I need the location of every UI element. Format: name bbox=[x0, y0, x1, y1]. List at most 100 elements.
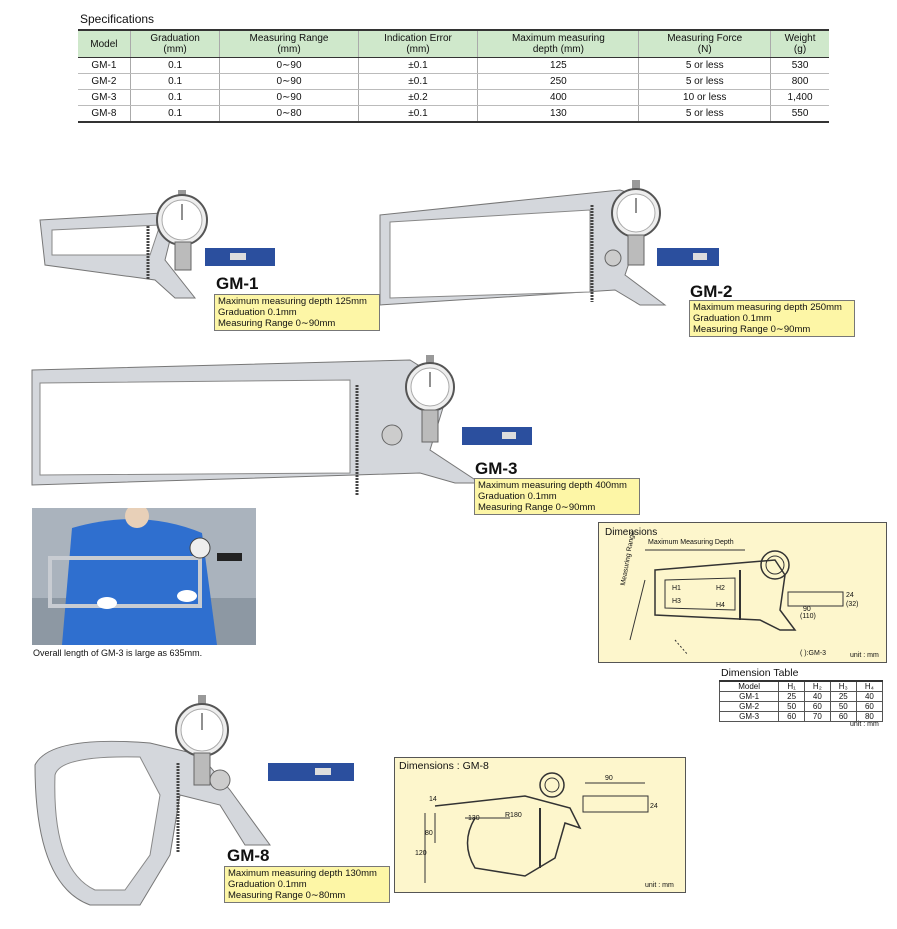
gm1-caliper-icon bbox=[39, 190, 275, 299]
gm3-callout: Maximum measuring depth 400mm Graduation… bbox=[474, 478, 640, 515]
cell: 5 or less bbox=[638, 73, 771, 90]
cell: 0∼80 bbox=[219, 105, 359, 123]
gm8-dim-14: 14 bbox=[429, 796, 437, 803]
gm8-depth: Maximum measuring depth 130mm bbox=[228, 868, 377, 879]
cell: 40 bbox=[804, 691, 831, 702]
cell: 0.1 bbox=[129, 73, 220, 90]
cell: 0∼90 bbox=[219, 73, 359, 90]
gm1-label: GM-1 bbox=[216, 274, 259, 293]
gm2-label: GM-2 bbox=[690, 282, 733, 301]
cell: GM-1 bbox=[78, 57, 131, 74]
gm8-range: Measuring Range 0∼80mm bbox=[228, 890, 346, 901]
gm8-unit: unit : mm bbox=[645, 882, 674, 889]
cell: 0∼90 bbox=[219, 89, 359, 106]
col-weight: Weight(g) bbox=[770, 29, 829, 58]
max-depth-label: Maximum Measuring Depth bbox=[648, 539, 734, 546]
gm2-callout: Maximum measuring depth 250mm Graduation… bbox=[689, 300, 855, 337]
gm1-depth: Maximum measuring depth 125mm bbox=[218, 296, 367, 307]
cell: 0.1 bbox=[129, 57, 220, 74]
spec-heading: Specifications bbox=[80, 12, 155, 26]
cell: 130 bbox=[477, 105, 639, 123]
cell: 5 or less bbox=[638, 105, 771, 123]
cell: 5 or less bbox=[638, 57, 771, 74]
cell: 250 bbox=[477, 73, 639, 90]
gm8-dimensions-title: Dimensions : GM-8 bbox=[399, 760, 489, 772]
header-cell: H₃ bbox=[829, 680, 857, 692]
dim-110-label: (110) bbox=[800, 613, 816, 620]
cell: 400 bbox=[477, 89, 639, 106]
cell: 0∼90 bbox=[219, 57, 359, 74]
gm8-dim-120: 120 bbox=[415, 850, 427, 857]
cell: 60 bbox=[829, 711, 857, 722]
gm1-graduation: Graduation 0.1mm bbox=[218, 307, 297, 318]
cell: GM-2 bbox=[718, 701, 780, 712]
dim-90-label: 90 bbox=[803, 606, 811, 613]
gm2-caliper-icon bbox=[379, 180, 719, 306]
cell: 530 bbox=[770, 57, 829, 74]
gm8-dim-r180: R180 bbox=[505, 812, 522, 819]
gm2-graduation: Graduation 0.1mm bbox=[693, 313, 772, 324]
cell: 70 bbox=[804, 711, 831, 722]
gm8-dim-80: 80 bbox=[425, 830, 433, 837]
cell: GM-1 bbox=[718, 691, 780, 702]
cell: ±0.1 bbox=[357, 105, 478, 123]
header-cell: H₂ bbox=[804, 680, 831, 692]
gm8-dim-90: 90 bbox=[605, 775, 613, 782]
cell: 40 bbox=[855, 691, 884, 702]
cell: 550 bbox=[770, 105, 829, 123]
cell: 0.1 bbox=[129, 89, 220, 106]
header-cell: H₁ bbox=[778, 680, 805, 692]
cell: 60 bbox=[778, 711, 805, 722]
cell: ±0.2 bbox=[357, 89, 478, 106]
col-error: Indication Error(mm) bbox=[357, 29, 478, 58]
dimensions-unit: unit : mm bbox=[850, 652, 879, 659]
cell: 60 bbox=[855, 701, 884, 712]
gm8-label: GM-8 bbox=[227, 846, 270, 865]
cell: 60 bbox=[804, 701, 831, 712]
gm1-callout: Maximum measuring depth 125mm Graduation… bbox=[214, 294, 380, 331]
gm8-caliper-icon bbox=[34, 695, 354, 906]
dimension-table-unit: unit : mm bbox=[850, 721, 879, 728]
h4-label: H4 bbox=[716, 602, 725, 609]
col-graduation: Graduation(mm) bbox=[129, 29, 220, 58]
gm8-callout: Maximum measuring depth 130mm Graduation… bbox=[224, 866, 390, 903]
h1-label: H1 bbox=[672, 585, 681, 592]
gm8-dim-130: 130 bbox=[468, 815, 480, 822]
spec-header-row: Model Graduation(mm) Measuring Range(mm)… bbox=[78, 29, 829, 58]
cell: 10 or less bbox=[638, 89, 771, 106]
photo-caption: Overall length of GM-3 is large as 635mm… bbox=[33, 648, 203, 658]
col-range: Measuring Range(mm) bbox=[219, 29, 359, 58]
cell: 50 bbox=[778, 701, 805, 712]
gm8-dim-24: 24 bbox=[650, 803, 658, 810]
gm2-range: Measuring Range 0∼90mm bbox=[693, 324, 811, 335]
h2-label: H2 bbox=[716, 585, 725, 592]
gm1-range: Measuring Range 0∼90mm bbox=[218, 318, 336, 329]
gm3-photo bbox=[32, 508, 256, 645]
gm3-range: Measuring Range 0∼90mm bbox=[478, 502, 596, 513]
header-cell: Model bbox=[718, 680, 780, 692]
gm2-depth: Maximum measuring depth 250mm bbox=[693, 302, 842, 313]
col-force: Measuring Force(N) bbox=[638, 29, 771, 58]
gm3-graduation: Graduation 0.1mm bbox=[478, 491, 557, 502]
cell: 25 bbox=[829, 691, 857, 702]
cell: 1,400 bbox=[770, 89, 829, 106]
cell: 0.1 bbox=[129, 105, 220, 123]
cell: 50 bbox=[829, 701, 857, 712]
dimension-table-title: Dimension Table bbox=[721, 667, 799, 679]
h3-label: H3 bbox=[672, 598, 681, 605]
dim-24-label: 24 bbox=[846, 592, 854, 599]
gm3-caliper-icon bbox=[31, 355, 532, 495]
gm8-graduation: Graduation 0.1mm bbox=[228, 879, 307, 890]
dim-32-label: (32) bbox=[846, 601, 859, 608]
cell: 125 bbox=[477, 57, 639, 74]
header-cell: H₄ bbox=[855, 680, 884, 692]
